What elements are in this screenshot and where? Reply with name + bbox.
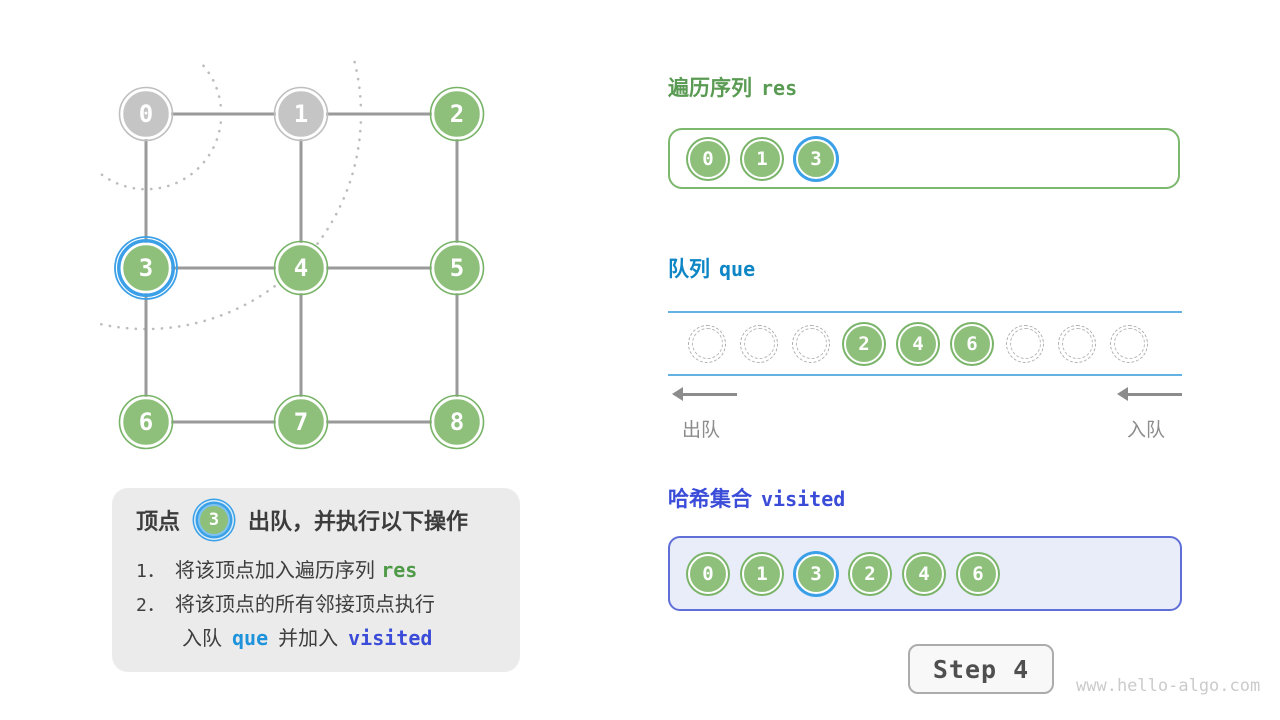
step-indicator: Step 4 — [908, 644, 1054, 694]
visited-item: 6 — [958, 553, 998, 594]
queue-empty-slot — [792, 324, 830, 363]
visited-set-container: 0 1 3 2 4 6 — [668, 536, 1182, 611]
visited-item: 0 — [688, 553, 728, 594]
visited-title-code: visited — [761, 487, 846, 511]
res-item-highlighted: 3 — [796, 138, 836, 179]
bfs-level-arcs — [96, 60, 363, 331]
res-section-title: 遍历序列 res — [668, 72, 797, 102]
level-arc-1 — [96, 64, 223, 191]
graph-node-2: 2 — [429, 86, 485, 142]
visited-item: 4 — [904, 553, 944, 594]
graph-node-4-label: 4 — [294, 254, 308, 282]
graph-node-2-label: 2 — [450, 100, 464, 128]
visited-title-cn: 哈希集合 — [668, 487, 752, 511]
info-add-text: 并加入 — [278, 626, 339, 650]
queue-title-code: que — [719, 257, 756, 281]
queue-empty-slot — [740, 324, 778, 363]
info-title: 顶点 3 出队，并执行以下操作 — [136, 504, 498, 536]
res-title-code: res — [761, 76, 798, 100]
dequeue-arrow-icon — [672, 387, 737, 401]
queue-container: 2 4 6 — [668, 311, 1182, 376]
info-title-suffix: 出队，并执行以下操作 — [248, 510, 469, 535]
graph-node-1: 1 — [273, 86, 329, 142]
graph-node-6: 6 — [118, 394, 174, 450]
dequeue-label: 出队 — [682, 419, 721, 441]
queue-item: 4 — [898, 323, 938, 364]
graph-node-6-label: 6 — [139, 408, 153, 436]
graph-node-4: 4 — [273, 240, 329, 296]
res-title-cn: 遍历序列 — [668, 76, 752, 100]
visited-item: 1 — [742, 553, 782, 594]
bfs-graph: 0 1 2 3 4 5 6 7 8 — [96, 60, 485, 450]
graph-node-1-label: 1 — [294, 100, 308, 128]
visited-section-title: 哈希集合 visited — [668, 483, 845, 513]
visited-item-highlighted: 3 — [796, 553, 836, 594]
queue-empty-slot — [688, 324, 726, 363]
queue-title-cn: 队列 — [668, 257, 710, 281]
queue-section-title: 队列 que — [668, 253, 755, 283]
graph-node-3-label: 3 — [139, 254, 153, 282]
info-que-code: que — [232, 626, 269, 650]
operation-info-box: 顶点 3 出队，并执行以下操作 1． 将该顶点加入遍历序列 res 2． 将该顶点的… — [112, 488, 520, 672]
res-list-container: 0 1 3 — [668, 128, 1180, 189]
queue-item: 2 — [844, 323, 884, 364]
graph-node-0-label: 0 — [139, 100, 153, 128]
info-step-1: 1． 将该顶点加入遍历序列 res — [136, 554, 498, 583]
graph-node-0: 0 — [118, 86, 174, 142]
info-visited-code: visited — [348, 626, 433, 650]
watermark: www.hello-algo.com — [1076, 676, 1261, 696]
res-item: 1 — [742, 138, 782, 179]
graph-node-5: 5 — [429, 240, 485, 296]
graph-node-5-label: 5 — [450, 254, 464, 282]
queue-item: 6 — [952, 323, 992, 364]
graph-node-7: 7 — [273, 394, 329, 450]
info-step-1-text: 将该顶点加入遍历序列 — [174, 558, 375, 582]
graph-node-7-label: 7 — [294, 408, 308, 436]
enqueue-arrow-icon — [1117, 387, 1182, 401]
info-step-1-number: 1． — [136, 561, 165, 582]
level-arc-2 — [96, 60, 363, 331]
info-res-code: res — [381, 558, 418, 582]
info-step-2: 2． 将该顶点的所有邻接顶点执行 — [136, 588, 498, 617]
info-enqueue-text: 入队 — [182, 626, 222, 650]
info-title-node-badge: 3 — [198, 504, 231, 536]
graph-node-8-label: 8 — [450, 408, 464, 436]
visited-item: 2 — [850, 553, 890, 594]
queue-empty-slot — [1110, 324, 1148, 363]
queue-empty-slot — [1058, 324, 1096, 363]
info-step-2-number: 2． — [136, 595, 165, 616]
res-item: 0 — [688, 138, 728, 179]
graph-node-3-current: 3 — [114, 236, 178, 300]
info-step-2-continued: 入队 que 并加入 visited — [136, 622, 498, 651]
info-title-prefix: 顶点 — [136, 510, 181, 535]
enqueue-label: 入队 — [1127, 419, 1166, 441]
queue-empty-slot — [1006, 324, 1044, 363]
info-step-2-text: 将该顶点的所有邻接顶点执行 — [174, 592, 435, 616]
graph-node-8: 8 — [429, 394, 485, 450]
